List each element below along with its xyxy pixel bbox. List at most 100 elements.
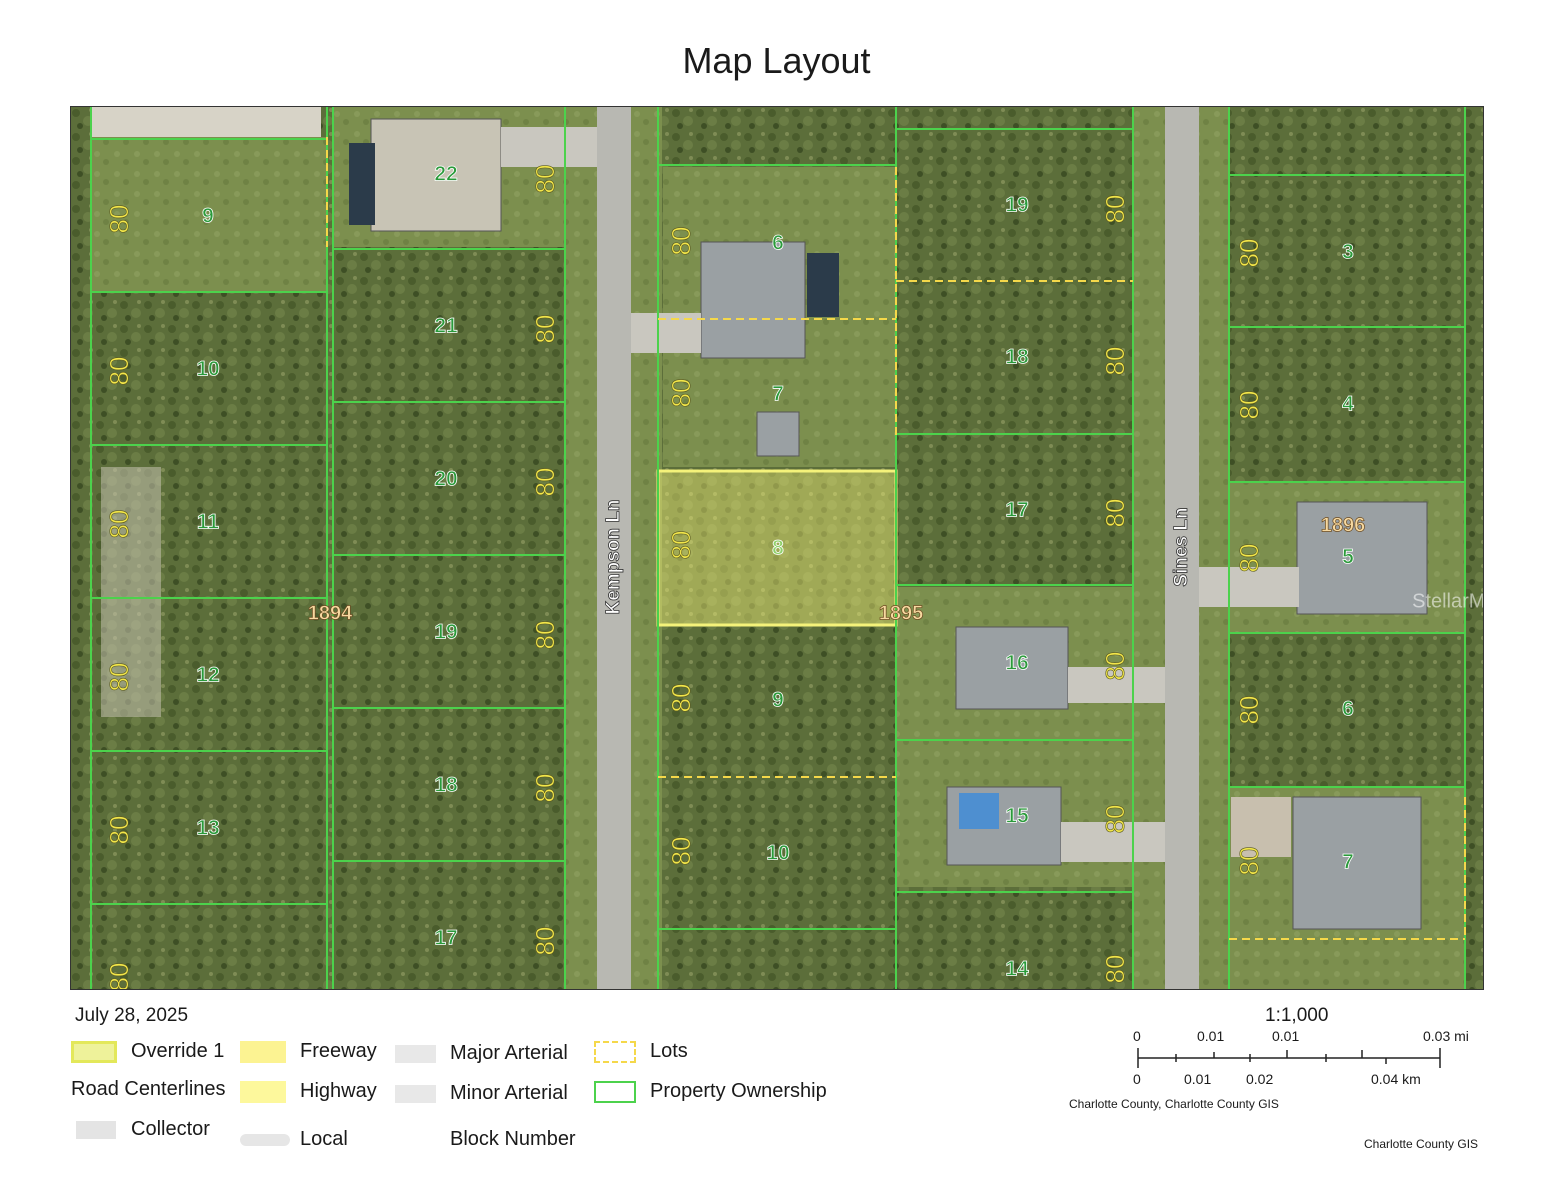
legend-collector: Collector — [76, 1118, 210, 1141]
house-lot-6-7 — [700, 241, 806, 359]
lot-width-label: 80 — [104, 205, 134, 234]
property-ownership-lines — [90, 107, 1466, 989]
lot-number: 19 — [1005, 194, 1028, 217]
major-arterial-swatch — [395, 1044, 436, 1063]
lot-number: 6 — [772, 232, 784, 255]
lot-width-label: 80 — [1234, 696, 1264, 725]
lot-number: 14 — [1005, 958, 1029, 981]
footer-credit: Charlotte County GIS — [1364, 1137, 1479, 1151]
lot-width-label: 80 — [666, 227, 696, 256]
lot-width-label: 80 — [666, 684, 696, 713]
lot-width-label: 80 — [104, 663, 134, 692]
property-ownership-swatch — [594, 1080, 636, 1103]
lot-number: 10 — [766, 842, 789, 865]
scale-bar — [1137, 1048, 1441, 1068]
lot-width-label: 80 — [1100, 499, 1130, 528]
house-lot-22 — [370, 118, 502, 232]
lot-width-label: 80 — [104, 510, 134, 539]
lot-number: 7 — [1342, 851, 1354, 874]
legend-freeway: Freeway — [240, 1040, 377, 1063]
block-number-label: 1895 — [879, 602, 924, 624]
lot-width-label: 80 — [1100, 347, 1130, 376]
legend-highway: Highway — [240, 1080, 377, 1103]
lot-number: 9 — [202, 205, 214, 228]
lot-number: 18 — [1005, 346, 1029, 369]
legend-road-centerlines: Road Centerlines — [71, 1078, 226, 1100]
map-date: July 28, 2025 — [75, 1005, 189, 1026]
lot-number: 15 — [1005, 805, 1029, 828]
scale-km-label: 0.01 — [1184, 1071, 1212, 1087]
legend-property-ownership: Property Ownership — [594, 1080, 827, 1103]
lot-number: 18 — [434, 774, 458, 797]
lot-width-label: 80 — [530, 621, 560, 650]
lot-width-label: 80 — [530, 315, 560, 344]
minor-arterial-swatch — [395, 1084, 436, 1103]
lot-width-label: 80 — [666, 837, 696, 866]
local-swatch — [240, 1133, 290, 1146]
legend-block-number: Block Number — [450, 1128, 576, 1150]
lot-width-label: 80 — [530, 774, 560, 803]
legend-local: Local — [240, 1128, 348, 1151]
lot-number: 7 — [772, 383, 784, 406]
lot-width-label: 80 — [104, 963, 134, 989]
street-label-kempson: Kempson Ln — [603, 499, 624, 614]
override-swatch — [71, 1040, 117, 1063]
lot-width-label: 80 — [1234, 544, 1264, 573]
scale-mi-label: 0 — [1133, 1028, 1141, 1044]
lot-number: 4 — [1342, 393, 1354, 416]
lot-width-label: 80 — [1234, 391, 1264, 420]
house-lot-7 — [1292, 796, 1422, 930]
block-number-label: 1894 — [308, 602, 353, 624]
lot-width-label: 80 — [666, 379, 696, 408]
lot-number: 5 — [1342, 546, 1354, 569]
legend-lots: Lots — [594, 1040, 688, 1063]
lot-width-label: 80 — [104, 816, 134, 845]
lot-width-label: 80 — [530, 165, 560, 194]
legend-minor-arterial: Minor Arterial — [395, 1082, 568, 1105]
lot-width-label: 80 — [1100, 652, 1130, 681]
lot-width-label: 80 — [1100, 195, 1130, 224]
lot-number: 6 — [1342, 698, 1354, 721]
lot-lines — [326, 137, 1466, 940]
legend-override: Override 1 — [71, 1040, 224, 1063]
lot-number: 17 — [1005, 499, 1028, 522]
lot-width-label: 80 — [530, 468, 560, 497]
freeway-swatch — [240, 1040, 286, 1063]
collector-swatch — [76, 1120, 116, 1139]
lot-width-labels: 80 80 80 80 80 80 80 80 80 80 80 80 80 8… — [104, 164, 1265, 989]
legend-major-arterial: Major Arterial — [395, 1042, 568, 1065]
scale-km-label: 0.04 km — [1371, 1071, 1421, 1087]
lot-width-label: 80 — [1100, 805, 1130, 834]
page-title: Map Layout — [682, 40, 871, 81]
lot-number: 9 — [772, 689, 784, 712]
scale-ratio: 1:1,000 — [1265, 1005, 1329, 1026]
lot-width-label: 80 — [1234, 847, 1264, 876]
lots-swatch — [594, 1040, 636, 1063]
lot-number: 16 — [1005, 652, 1028, 675]
street-label-sines: Sines Ln — [1171, 507, 1192, 586]
lot-number: 3 — [1342, 241, 1354, 264]
sines-ln-road — [1165, 107, 1199, 989]
house-lot-5 — [1296, 501, 1428, 615]
scale-mi-label: 0.01 — [1272, 1028, 1300, 1044]
source-credit: Charlotte County, Charlotte County GIS — [1069, 1097, 1279, 1111]
lot-number: 17 — [434, 927, 457, 950]
lot-number: 21 — [434, 315, 458, 338]
scale-mi-label: 0.01 — [1197, 1028, 1225, 1044]
lot-number: 20 — [434, 468, 457, 491]
house-lot-16 — [955, 626, 1069, 710]
lot-number: 13 — [196, 817, 219, 840]
block-number-label: 1896 — [1321, 514, 1366, 536]
watermark: StellarMLS — [1412, 590, 1483, 612]
kempson-ln-road — [597, 107, 631, 989]
highway-swatch — [240, 1080, 286, 1103]
lot-number: 11 — [197, 511, 220, 534]
lot-number: 10 — [196, 358, 219, 381]
lot-width-label: 80 — [530, 927, 560, 956]
lot-number: 12 — [196, 664, 219, 687]
lot-width-label: 80 — [1234, 239, 1264, 268]
lot-width-label: 80 — [666, 531, 696, 560]
lot-width-label: 80 — [104, 357, 134, 386]
map-view[interactable]: 80 80 80 80 80 80 80 80 80 80 80 80 80 8… — [70, 106, 1484, 990]
lot-number: 22 — [434, 163, 457, 186]
